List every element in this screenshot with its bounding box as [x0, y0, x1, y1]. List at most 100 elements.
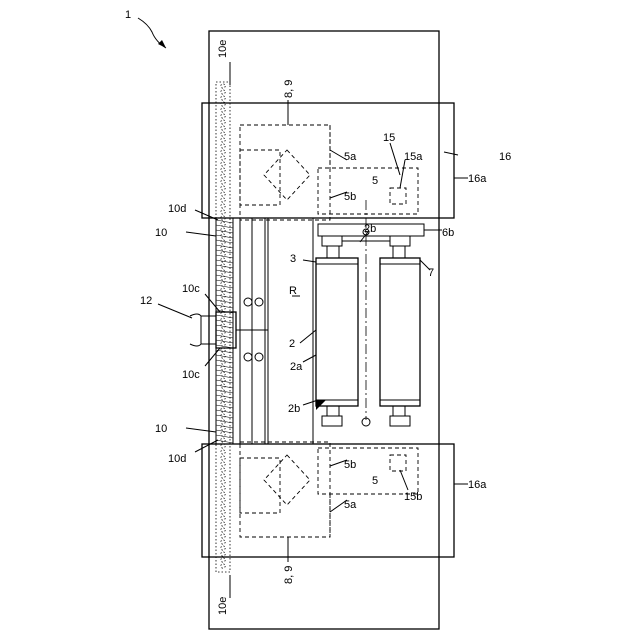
rail-link: [221, 498, 225, 502]
shaft-neck-bottom-left: [327, 406, 339, 416]
leader-15a: [400, 160, 405, 188]
mechanism-bottom: [240, 442, 330, 537]
rack-tooth: [216, 285, 233, 288]
roller-d: [255, 353, 263, 361]
label-10d-bottom: 10d: [168, 453, 186, 465]
rail-link: [221, 222, 225, 226]
leader-16: [444, 152, 458, 155]
rack-tooth: [216, 260, 233, 263]
rack-tooth: [216, 415, 233, 418]
leader-10c-bottom: [205, 348, 220, 366]
leader-15b: [400, 470, 408, 490]
rack-tooth: [216, 405, 233, 408]
rail-link: [221, 192, 225, 196]
label-5a-bottom: 5a: [344, 499, 357, 511]
rail-link: [221, 342, 225, 346]
rail-link: [221, 450, 225, 454]
rail-link: [221, 528, 225, 532]
rail-link: [221, 144, 225, 148]
rack-tooth: [216, 375, 233, 378]
rail-link: [221, 372, 225, 376]
label-15a: 15a: [404, 151, 423, 163]
rail-link: [221, 540, 225, 544]
rail-link: [221, 138, 225, 142]
label-10e-top: 10e: [217, 40, 229, 58]
shaft-12-break-bottom: [190, 344, 201, 346]
rail-link: [221, 468, 225, 472]
leader-3: [303, 260, 316, 262]
rail-link: [221, 186, 225, 190]
rack-tooth: [216, 265, 233, 268]
rail-link: [221, 120, 225, 124]
label-16a-top: 16a: [468, 173, 487, 185]
leader-12: [158, 304, 192, 318]
cylinder-left: [316, 258, 358, 406]
shaft-neck-bottom-right: [393, 406, 405, 416]
rail-link: [221, 552, 225, 556]
rail-link: [221, 510, 225, 514]
rail-link: [221, 480, 225, 484]
rack-tooth: [216, 320, 233, 323]
rack-tooth: [216, 440, 233, 443]
rack-tooth: [216, 385, 233, 388]
diamond-bottom: [264, 455, 310, 505]
rail-link: [221, 360, 225, 364]
arrow-1: [158, 40, 166, 48]
label-2a: 2a: [290, 361, 303, 373]
cyl-marker: [316, 400, 326, 410]
leader-10d-bottom: [195, 440, 218, 452]
rail-link: [221, 420, 225, 424]
rail-link: [221, 108, 225, 112]
rail-link: [221, 516, 225, 520]
label-15b: 15b: [404, 491, 422, 503]
rail-link: [221, 300, 225, 304]
box-15b: [390, 455, 406, 471]
label-10c-top: 10c: [182, 283, 200, 295]
label-3: 3: [290, 253, 296, 265]
rail-link: [221, 534, 225, 538]
label-2b-top: 2b: [364, 223, 376, 235]
cylinder-right: [380, 258, 420, 406]
rail-link: [221, 198, 225, 202]
label-5a-top: 5a: [344, 151, 357, 163]
rail-link: [221, 84, 225, 88]
mechanism-bottom-inner: [240, 458, 280, 513]
leader-10c-top: [205, 294, 220, 312]
rail-link: [221, 204, 225, 208]
rack-tooth: [216, 290, 233, 293]
mechanism-top-inner: [240, 150, 280, 205]
rail-link: [221, 156, 225, 160]
rail-link: [221, 432, 225, 436]
rail-link: [221, 402, 225, 406]
shaft-bottom-left: [322, 416, 342, 426]
label-16: 16: [499, 151, 511, 163]
shaft-top-left: [322, 236, 342, 246]
rail-link: [221, 162, 225, 166]
rail-link: [221, 390, 225, 394]
label-89-bottom: 8, 9: [283, 566, 295, 584]
rack-tooth: [216, 435, 233, 438]
rail-link: [221, 474, 225, 478]
label-89-top: 8, 9: [283, 80, 295, 98]
rail-link: [221, 522, 225, 526]
shaft-neck-top-left: [327, 246, 339, 258]
label-10e-bottom: 10e: [217, 597, 229, 615]
leader-10-top: [186, 232, 216, 236]
leader-15: [390, 143, 400, 175]
rail-link: [221, 492, 225, 496]
rail-link: [221, 180, 225, 184]
rail-link: [221, 330, 225, 334]
rail-link: [221, 252, 225, 256]
mechanism-top: [240, 125, 330, 220]
rail-link: [221, 114, 225, 118]
rail-link: [221, 174, 225, 178]
label-5-top: 5: [372, 175, 378, 187]
rail-link: [221, 132, 225, 136]
label-10d-top: 10d: [168, 203, 186, 215]
rail-link: [221, 564, 225, 568]
rail-link: [221, 486, 225, 490]
label-2: 2: [289, 338, 295, 350]
shaft-neck-top-right: [393, 246, 405, 258]
rail-link: [221, 240, 225, 244]
